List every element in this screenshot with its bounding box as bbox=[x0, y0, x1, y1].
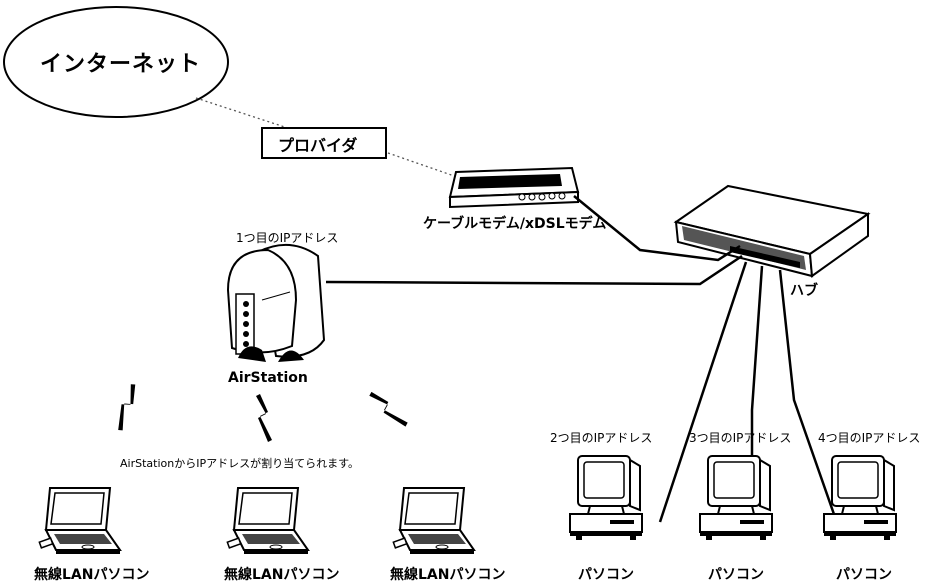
wireless-laptop-2 bbox=[226, 487, 309, 555]
wireless-signal-icon-right bbox=[368, 384, 409, 434]
wired-desktop-3 bbox=[823, 455, 897, 541]
provider-label: プロバイダ bbox=[278, 136, 358, 155]
airstation-name: AirStation bbox=[228, 370, 308, 386]
airstation-note: AirStationからIPアドレスが割り当てられます。 bbox=[120, 457, 359, 470]
wireless-laptop-3 bbox=[392, 487, 475, 555]
hub-label: ハブ bbox=[790, 283, 818, 299]
airstation-ip-label: 1つ目のIPアドレス bbox=[236, 231, 339, 245]
wired-pc-ip-label-1: 2つ目のIPアドレス bbox=[550, 431, 653, 445]
provider-box bbox=[261, 127, 387, 159]
wired-pc-label-3: パソコン bbox=[836, 567, 892, 583]
wired-pc-label-1: パソコン bbox=[578, 567, 634, 583]
wired-pc-label-2: パソコン bbox=[708, 567, 764, 583]
wireless-signal-icon-center bbox=[256, 394, 272, 442]
wired-desktop-1 bbox=[569, 455, 643, 541]
internet-provider-link bbox=[195, 97, 301, 133]
modem-label: ケーブルモデム/xDSLモデム bbox=[423, 216, 607, 232]
provider-modem-link bbox=[387, 152, 461, 179]
wireless-laptop-label-2: 無線LANパソコン bbox=[224, 567, 340, 583]
wireless-laptop-label-1: 無線LANパソコン bbox=[34, 567, 150, 583]
hub-device bbox=[673, 184, 871, 278]
wired-desktop-2 bbox=[699, 455, 773, 541]
wired-pc-ip-label-3: 4つ目のIPアドレス bbox=[818, 431, 921, 445]
wireless-laptop-label-3: 無線LANパソコン bbox=[390, 567, 506, 583]
cables bbox=[325, 195, 838, 524]
wireless-signal-icon-left bbox=[107, 382, 146, 433]
internet-label: インターネット bbox=[40, 52, 202, 77]
wired-pc-ip-label-2: 3つ目のIPアドレス bbox=[689, 431, 792, 445]
airstation-device bbox=[226, 243, 326, 362]
wireless-laptop-1 bbox=[38, 487, 121, 555]
modem-device bbox=[448, 166, 580, 209]
internet-cloud bbox=[3, 6, 229, 118]
